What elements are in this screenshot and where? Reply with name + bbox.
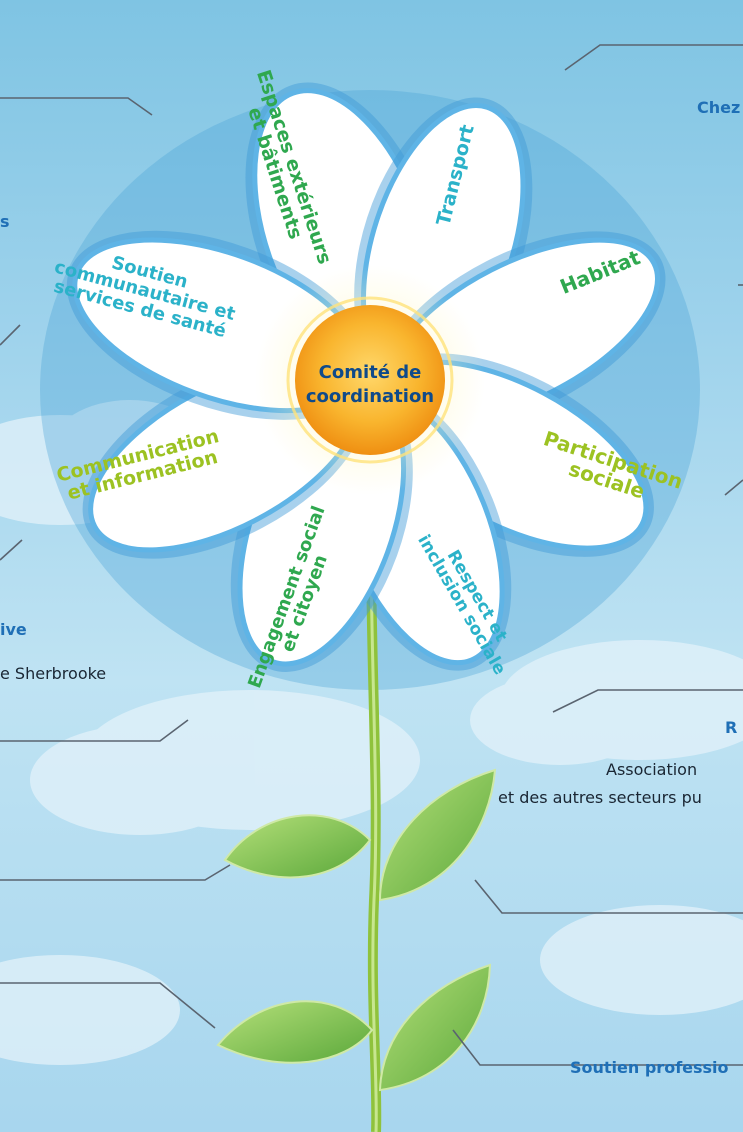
callout-leaf-left-upper xyxy=(0,864,231,881)
leaf-right-upper xyxy=(378,768,497,902)
center-label-line1: Comité de xyxy=(319,362,422,383)
side-text-ive: ive xyxy=(0,620,27,639)
callout-leaf-right-upper xyxy=(474,879,743,914)
leaf-left-upper xyxy=(223,814,372,879)
callout-top-left xyxy=(0,97,153,116)
side-text-soutien-professio: Soutien professio xyxy=(570,1058,729,1077)
callout-sherbrooke xyxy=(0,719,189,742)
side-text-autres-secteurs: et des autres secteurs pu xyxy=(498,788,702,807)
side-text-chez: Chez xyxy=(697,98,741,117)
callout-lines xyxy=(0,44,743,1066)
leaf-left-lower xyxy=(216,1000,374,1064)
callout-leaf-left-lower xyxy=(0,982,216,1029)
side-text-sherbrooke: e Sherbrooke xyxy=(0,664,107,683)
callout-right-participation xyxy=(724,479,743,496)
center-disc: Comité de coordination xyxy=(255,265,485,495)
callout-left-mid2 xyxy=(0,539,23,561)
leaf-right-lower xyxy=(378,963,492,1092)
side-text-s: s xyxy=(0,212,10,231)
leaves xyxy=(216,768,497,1092)
callout-leaf-right-lower xyxy=(452,1029,743,1066)
side-text-association: Association xyxy=(606,760,698,779)
callout-top-right xyxy=(564,44,743,71)
side-text-r: R xyxy=(725,718,738,737)
callout-left-mid1 xyxy=(0,324,21,346)
center-label-line2: coordination xyxy=(306,386,434,407)
callout-respect xyxy=(552,689,743,713)
